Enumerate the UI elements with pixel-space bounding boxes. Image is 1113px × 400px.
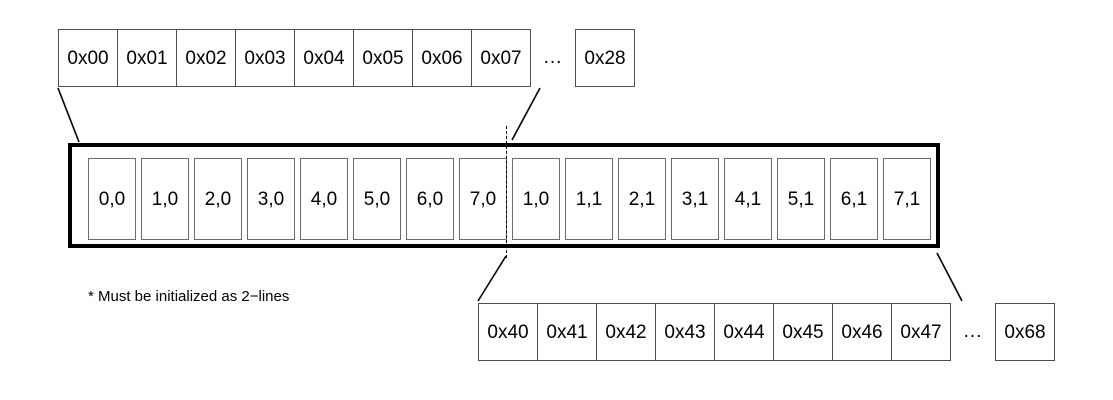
buffer-word: 6,0 — [406, 158, 454, 240]
address-cell: 0x40 — [478, 303, 538, 361]
address-cell: 0x00 — [58, 29, 118, 87]
buffer-word: 5,0 — [353, 158, 401, 240]
address-cell: 0x41 — [537, 303, 597, 361]
address-cell: 0x01 — [117, 29, 177, 87]
buffer-word: 1,0 — [512, 158, 560, 240]
address-cell: 0x42 — [596, 303, 656, 361]
address-cell: 0x06 — [412, 29, 472, 87]
address-cell: 0x05 — [353, 29, 413, 87]
address-cell-tail: 0x68 — [995, 303, 1055, 361]
address-cell: 0x44 — [714, 303, 774, 361]
buffer-word: 6,1 — [830, 158, 878, 240]
two-line-buffer: 0,0 1,0 2,0 3,0 4,0 5,0 6,0 7,0 1,0 1,1 … — [68, 143, 940, 248]
buffer-word: 4,0 — [300, 158, 348, 240]
address-cell: 0x02 — [176, 29, 236, 87]
footnote-text: * Must be initialized as 2−lines — [88, 288, 290, 305]
address-ellipsis: ... — [963, 321, 983, 342]
leader-top-right — [511, 87, 541, 141]
address-cell: 0x07 — [471, 29, 531, 87]
address-cell: 0x45 — [773, 303, 833, 361]
buffer-word: 3,0 — [247, 158, 295, 240]
buffer-word: 7,0 — [459, 158, 507, 240]
buffer-word: 5,1 — [777, 158, 825, 240]
address-cell-tail: 0x28 — [575, 29, 635, 87]
upper-address-strip: 0x00 0x01 0x02 0x03 0x04 0x05 0x06 0x07 … — [58, 29, 635, 87]
address-ellipsis: ... — [543, 47, 563, 68]
address-cell: 0x46 — [832, 303, 892, 361]
buffer-word: 3,1 — [671, 158, 719, 240]
address-cell: 0x43 — [655, 303, 715, 361]
buffer-word-list: 0,0 1,0 2,0 3,0 4,0 5,0 6,0 7,0 1,0 1,1 … — [88, 158, 931, 240]
leader-top-left — [57, 87, 80, 143]
address-cell: 0x03 — [235, 29, 295, 87]
address-cell: 0x47 — [891, 303, 951, 361]
lower-address-strip: 0x40 0x41 0x42 0x43 0x44 0x45 0x46 0x47 … — [478, 303, 1055, 361]
buffer-word: 7,1 — [883, 158, 931, 240]
buffer-word: 2,1 — [618, 158, 666, 240]
buffer-word: 1,1 — [565, 158, 613, 240]
buffer-word: 2,0 — [194, 158, 242, 240]
buffer-word: 4,1 — [724, 158, 772, 240]
buffer-word: 0,0 — [88, 158, 136, 240]
leader-bottom-left — [477, 255, 507, 302]
line-split-divider — [506, 126, 507, 258]
address-cell: 0x04 — [294, 29, 354, 87]
leader-bottom-right — [936, 252, 963, 302]
buffer-word: 1,0 — [141, 158, 189, 240]
